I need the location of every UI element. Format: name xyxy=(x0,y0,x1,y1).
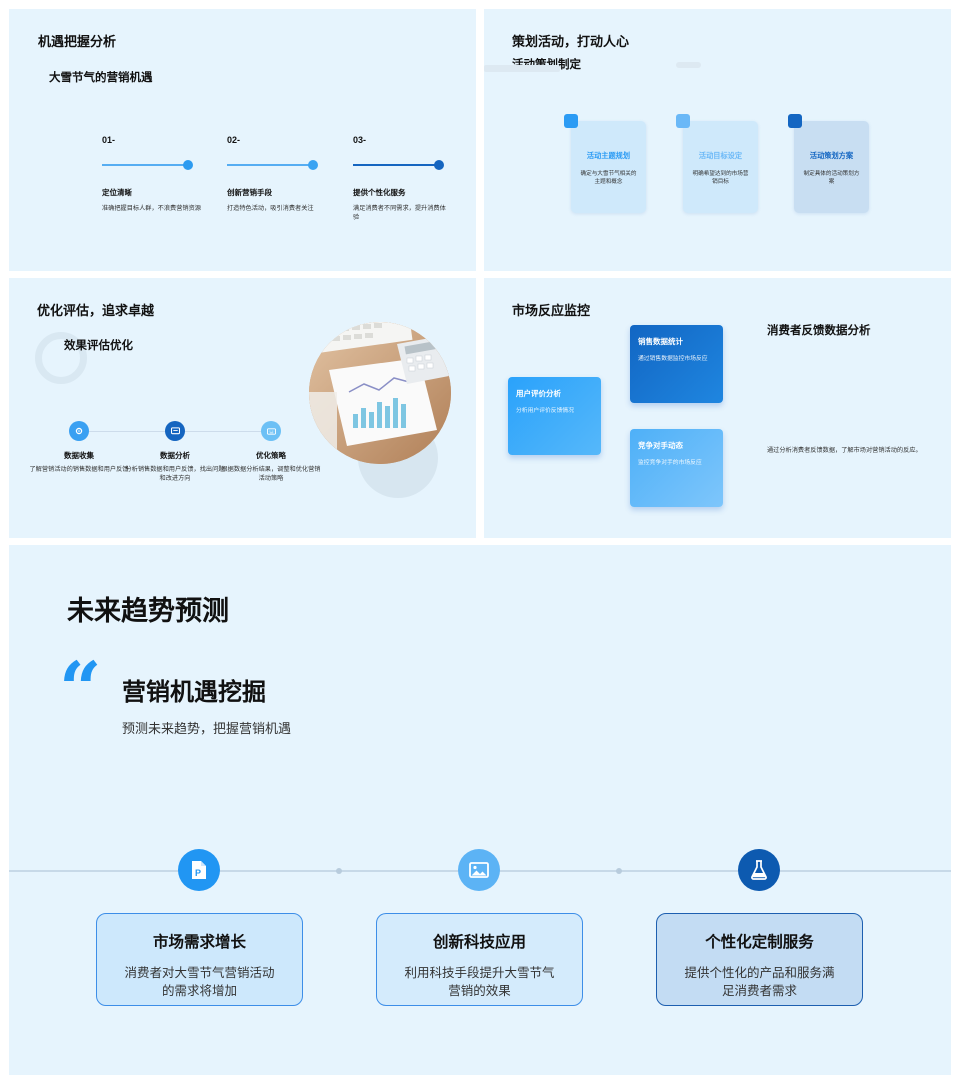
trend-card-desc: 消费者对大雪节气营销活动的需求将增加 xyxy=(124,966,275,999)
slide-future-trends[interactable]: 未来趋势预测 “ 营销机遇挖掘 预测未来趋势，把握营销机遇 P 市场需求增长 消… xyxy=(9,545,951,1075)
plan-card-desc: 确定与大雪节气相关的主题和概念 xyxy=(580,171,637,186)
eval-item-label: 数据分析 xyxy=(160,451,190,460)
plan-card-title: 活动主题规划 xyxy=(586,151,631,160)
trend-card-title: 创新科技应用 xyxy=(432,934,526,951)
plan-card-desc: 明确希望达到的市场营销目标 xyxy=(692,171,749,186)
trend-card[interactable]: 创新科技应用 利用科技手段提升大雪节气营销的效果 xyxy=(376,913,583,1006)
step-desc: 准确把握目标人群，不浪费营销资源 xyxy=(102,205,201,212)
eval-item-desc: 分析销售数据和用户反馈，找出问题和改进方向 xyxy=(125,466,225,482)
gear-icon xyxy=(69,421,89,441)
step-number: 02- xyxy=(227,135,241,145)
trend-card-desc: 提供个性化的产品和服务满足消费者需求 xyxy=(684,966,835,999)
svg-text:P: P xyxy=(195,868,201,878)
slide1-title: 机遇把握分析 xyxy=(38,34,117,49)
eval-item-label: 数据收集 xyxy=(64,451,94,460)
step-desc: 打造特色活动，吸引消费者关注 xyxy=(227,205,314,212)
trend-card[interactable]: 个性化定制服务 提供个性化的产品和服务满足消费者需求 xyxy=(656,913,863,1006)
feedback-title: 消费者反馈数据分析 xyxy=(767,325,871,337)
plan-card[interactable]: 活动目标设定 明确希望达到的市场营销目标 xyxy=(683,121,758,213)
monitor-card[interactable]: 竞争对手动态 监控竞争对手的市场反应 xyxy=(630,429,723,507)
slide-activity-planning[interactable]: 策划活动，打动人心 活动策划制定 活动主题规划 确定与大雪节气相关的主题和概念 … xyxy=(484,9,951,271)
trend-card-title: 个性化定制服务 xyxy=(705,934,814,951)
step-number: 01- xyxy=(102,135,116,145)
keyboard-icon xyxy=(261,421,281,441)
slide5-subheading: 预测未来趋势，把握营销机遇 xyxy=(122,721,292,736)
plan-card-title: 活动目标设定 xyxy=(698,151,743,160)
eval-item-label: 优化策略 xyxy=(256,451,286,460)
step-number: 03- xyxy=(353,135,367,145)
monitor-card[interactable]: 用户评价分析 分析用户评价反馈情况 xyxy=(508,377,601,455)
square-marker xyxy=(676,114,690,128)
eval-item-desc: 根据数据分析结果，调整和优化营销活动策略 xyxy=(221,466,321,482)
decor-bar xyxy=(484,65,560,72)
slide4-title: 市场反应监控 xyxy=(512,303,591,318)
plan-card-desc: 制定具体的活动策划方案 xyxy=(803,171,860,186)
image-icon xyxy=(458,849,500,891)
analytics-photo xyxy=(309,322,451,464)
step-dot xyxy=(434,160,444,170)
monitor-card-desc: 监控竞争对手的市场反应 xyxy=(638,460,702,466)
decor-bar xyxy=(676,62,701,68)
monitor-card-title: 销售数据统计 xyxy=(638,337,683,346)
step-line xyxy=(227,164,311,166)
timeline-dot xyxy=(336,868,342,874)
slide1-subtitle: 大雪节气的营销机遇 xyxy=(49,72,153,84)
eval-item: 优化策略 根据数据分析结果，调整和优化营销活动策略 xyxy=(221,450,321,484)
slide2-title: 策划活动，打动人心 xyxy=(512,34,630,49)
chart-icon xyxy=(165,421,185,441)
plan-card-title: 活动策划方案 xyxy=(809,151,854,160)
square-marker xyxy=(788,114,802,128)
slide5-title: 未来趋势预测 xyxy=(67,596,229,626)
monitor-card-desc: 分析用户评价反馈情况 xyxy=(516,408,574,414)
monitor-card[interactable]: 销售数据统计 通过销售数据监控市场反应 xyxy=(630,325,723,403)
step-dot xyxy=(183,160,193,170)
trend-card-desc: 利用科技手段提升大雪节气营销的效果 xyxy=(404,966,555,999)
monitor-card-desc: 通过销售数据监控市场反应 xyxy=(638,356,708,362)
trend-card[interactable]: 市场需求增长 消费者对大雪节气营销活动的需求将增加 xyxy=(96,913,303,1006)
monitor-card-title: 用户评价分析 xyxy=(516,389,561,398)
plan-card[interactable]: 活动策划方案 制定具体的活动策划方案 xyxy=(794,121,869,213)
trend-card-title: 市场需求增长 xyxy=(152,934,246,951)
flask-icon xyxy=(738,849,780,891)
slide5-heading: 营销机遇挖掘 xyxy=(122,679,266,706)
quote-mark: “ xyxy=(59,647,102,733)
timeline-dot xyxy=(616,868,622,874)
plan-card[interactable]: 活动主题规划 确定与大雪节气相关的主题和概念 xyxy=(571,121,646,213)
eval-item-desc: 了解营销活动的销售数据和用户反馈 xyxy=(29,466,129,473)
feedback-desc: 通过分析消费者反馈数据，了解市场对营销活动的反应。 xyxy=(767,447,922,454)
monitor-card-title: 竞争对手动态 xyxy=(638,441,683,450)
slide-opportunity-analysis[interactable]: 机遇把握分析 大雪节气的营销机遇 01- 定位清晰 准确把握目标人群，不浪费营销… xyxy=(9,9,476,271)
document-p-icon: P xyxy=(178,849,220,891)
slide3-title: 优化评估，追求卓越 xyxy=(37,303,155,318)
step-label: 提供个性化服务 xyxy=(353,188,406,197)
step-line xyxy=(102,164,186,166)
step-desc: 满足消费者不同需求，提升消费体验 xyxy=(353,205,446,221)
eval-item: 数据收集 了解营销活动的销售数据和用户反馈 xyxy=(29,450,129,475)
eval-item: 数据分析 分析销售数据和用户反馈，找出问题和改进方向 xyxy=(125,450,225,484)
square-marker xyxy=(564,114,578,128)
slide-optimization[interactable]: 优化评估，追求卓越 效果评估优化 数据收集 了解营销活动的销售数据和用户反馈 数… xyxy=(9,278,476,538)
step-line xyxy=(353,164,437,166)
step-label: 创新营销手段 xyxy=(227,188,272,197)
slide3-subtitle: 效果评估优化 xyxy=(64,340,133,352)
step-dot xyxy=(308,160,318,170)
step-label: 定位清晰 xyxy=(102,188,132,197)
decor-ring xyxy=(35,332,87,384)
slide-market-monitoring[interactable]: 市场反应监控 用户评价分析 分析用户评价反馈情况 销售数据统计 通过销售数据监控… xyxy=(484,278,951,538)
